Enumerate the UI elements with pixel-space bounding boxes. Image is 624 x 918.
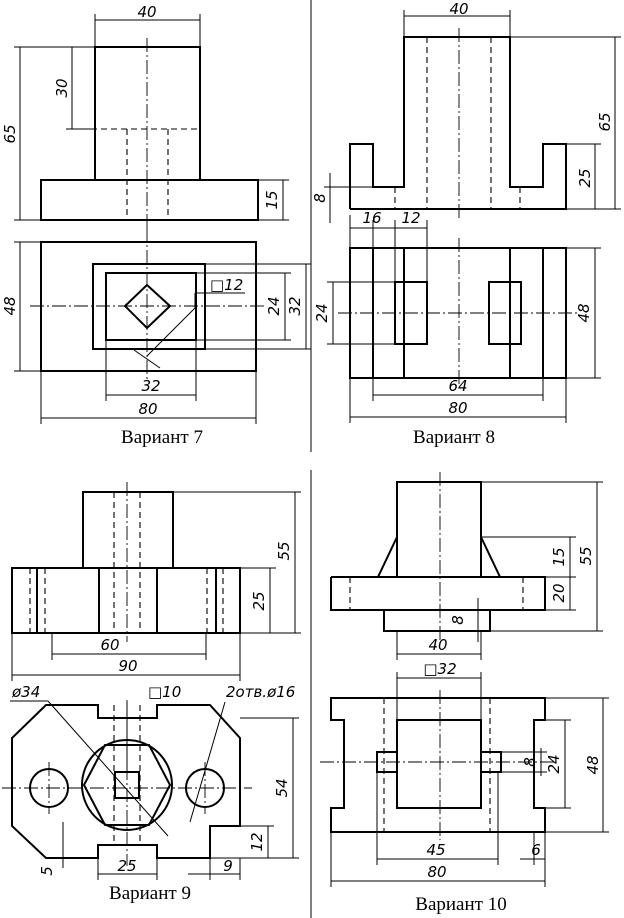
- v9-caption: Вариант 9: [109, 883, 191, 904]
- v8-dim-80: 80: [448, 399, 467, 417]
- v8-dim-65: 65: [596, 112, 614, 131]
- v7-dimensions: [14, 14, 311, 424]
- v10-dim-sq32: □32: [423, 660, 456, 678]
- v7-dim-32-bottom: 32: [141, 377, 160, 395]
- v7-front-view: [40, 38, 259, 228]
- v8-dim-64: 64: [448, 377, 467, 395]
- v8-top-view: [338, 238, 578, 388]
- v9-dimensions: [10, 491, 301, 880]
- v10-front-view: [330, 472, 546, 640]
- v10-dim-20: 20: [550, 583, 568, 602]
- v10-dim-24: 24: [545, 754, 563, 773]
- v10-dim-15: 15: [550, 547, 568, 566]
- v8-dim-48: 48: [575, 303, 593, 322]
- v7-dim-65: 65: [1, 124, 19, 143]
- v8-caption: Вариант 8: [413, 427, 495, 448]
- v7-dim-32-right: 32: [286, 296, 304, 315]
- v8-dim-25: 25: [576, 168, 594, 187]
- v9-dim-5: 5: [38, 866, 56, 876]
- v10-dim-8-front: 8: [449, 615, 467, 625]
- v9-front-view: [11, 482, 241, 642]
- v10-dim-40: 40: [428, 636, 447, 654]
- v9-dim-dia34: ø34: [11, 683, 40, 701]
- v9-dim-55: 55: [275, 541, 293, 560]
- v9-dim-60: 60: [100, 636, 119, 654]
- v10-dim-45: 45: [426, 841, 445, 859]
- v7-dim-24: 24: [265, 296, 283, 315]
- variant-8: 40 65 25 8 16 12 24 48 64 80 Вариант 8: [311, 0, 621, 448]
- v8-dim-40: 40: [449, 0, 468, 18]
- v10-dim-55: 55: [577, 546, 595, 565]
- v7-top-view: [30, 228, 265, 382]
- v8-dimensions: [324, 10, 621, 423]
- v9-dim-54: 54: [273, 778, 291, 797]
- v10-dim-6: 6: [531, 841, 541, 859]
- v10-caption: Вариант 10: [415, 894, 506, 915]
- v8-dim-24: 24: [313, 303, 331, 322]
- v8-dim-8: 8: [311, 193, 329, 203]
- v9-dim-holes: 2отв.ø16: [226, 683, 295, 701]
- v9-dim-25: 25: [250, 591, 268, 610]
- v7-dim-sq12: □12: [210, 276, 243, 294]
- variant-7: 40 65 30 15 48 □12 24 32 32 80 Вариант 7: [1, 3, 311, 448]
- v8-dim-16: 16: [362, 209, 381, 227]
- v7-dim-80: 80: [138, 400, 157, 418]
- v10-dim-80: 80: [427, 863, 446, 881]
- variant-10: 15 55 20 8 40 □32 8 24 48 45 6 80 Вариан…: [320, 472, 609, 915]
- v10-dimensions: [330, 481, 609, 887]
- v9-dim-12: 12: [248, 832, 266, 851]
- v7-dim-30: 30: [53, 78, 71, 97]
- v10-dim-48: 48: [584, 755, 602, 774]
- v9-dim-sq10: □10: [148, 683, 181, 701]
- v7-dim-40: 40: [137, 3, 156, 21]
- v8-dim-12: 12: [401, 209, 420, 227]
- v7-dim-48: 48: [1, 296, 19, 315]
- v9-dim-9: 9: [223, 857, 233, 875]
- v9-dim-90: 90: [118, 657, 137, 675]
- v9-dim-25-bottom: 25: [117, 857, 136, 875]
- v7-dim-15: 15: [263, 190, 281, 209]
- v7-caption: Вариант 7: [121, 427, 203, 448]
- variant-9: 55 25 60 90 ø34 □10 2отв.ø16 54 12 5 25 …: [2, 482, 301, 904]
- v10-dim-8-top: 8: [521, 757, 539, 767]
- v8-front-view: [349, 28, 567, 218]
